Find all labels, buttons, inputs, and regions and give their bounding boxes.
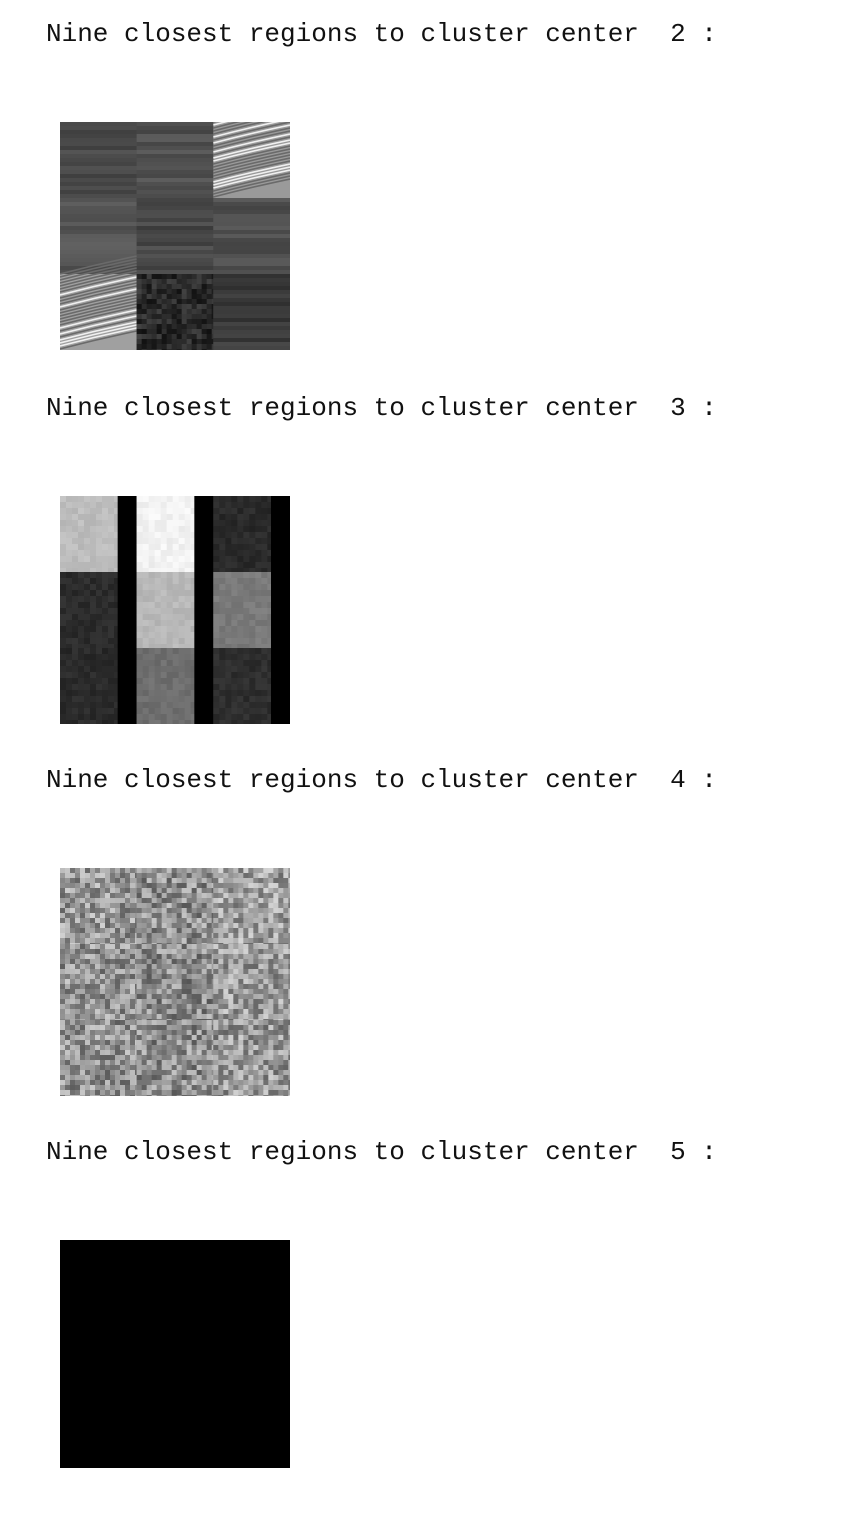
region-tile [60,496,138,575]
cluster-heading: Nine closest regions to cluster center 4… [46,765,717,795]
region-tile [60,1020,141,1096]
region-tile [213,944,290,1025]
region-tile [136,868,217,949]
cluster-heading: Nine closest regions to cluster center 3… [46,393,717,423]
region-tile [136,496,214,575]
region-tile [213,648,290,724]
region-tile [136,1020,217,1096]
region-grid-image [60,1240,290,1468]
region-grid-image [60,868,290,1096]
region-mosaic [60,1240,290,1468]
region-tile [136,1392,214,1468]
cluster-block-3: Nine closest regions to cluster center 3… [0,374,844,746]
region-tile [213,198,290,275]
region-mosaic [60,868,290,1096]
region-tile [136,1240,214,1317]
region-tile [60,122,138,199]
cluster-block-4: Nine closest regions to cluster center 4… [0,746,844,1118]
region-tile [60,198,138,275]
region-mosaic [60,122,290,350]
region-tile [136,122,214,199]
region-tile [213,572,290,651]
region-mosaic [60,496,290,724]
region-tile [60,1392,138,1468]
region-tile [60,868,141,949]
region-tile [60,648,138,724]
region-tile [136,1316,214,1393]
region-tile [213,496,290,575]
region-grid-image [60,496,290,724]
region-tile [213,1316,290,1393]
cluster-heading: Nine closest regions to cluster center 5… [46,1137,717,1167]
region-tile [60,572,138,651]
region-tile [213,1020,290,1096]
region-tile [136,572,214,651]
region-tile [213,122,290,199]
region-tile [136,198,214,275]
region-tile [136,274,217,350]
cluster-block-5: Nine closest regions to cluster center 5… [0,1118,844,1490]
region-tile [60,1240,138,1317]
region-tile [60,255,138,350]
cluster-block-2: Nine closest regions to cluster center 2… [0,0,844,372]
region-tile [213,1240,290,1317]
region-tile [213,274,290,350]
region-tile [213,868,290,949]
region-tile [60,944,141,1025]
region-tile [213,1392,290,1468]
region-tile [136,944,217,1025]
region-tile [136,648,214,724]
region-tile [60,1316,138,1393]
region-grid-image [60,122,290,350]
cluster-heading: Nine closest regions to cluster center 2… [46,19,717,49]
